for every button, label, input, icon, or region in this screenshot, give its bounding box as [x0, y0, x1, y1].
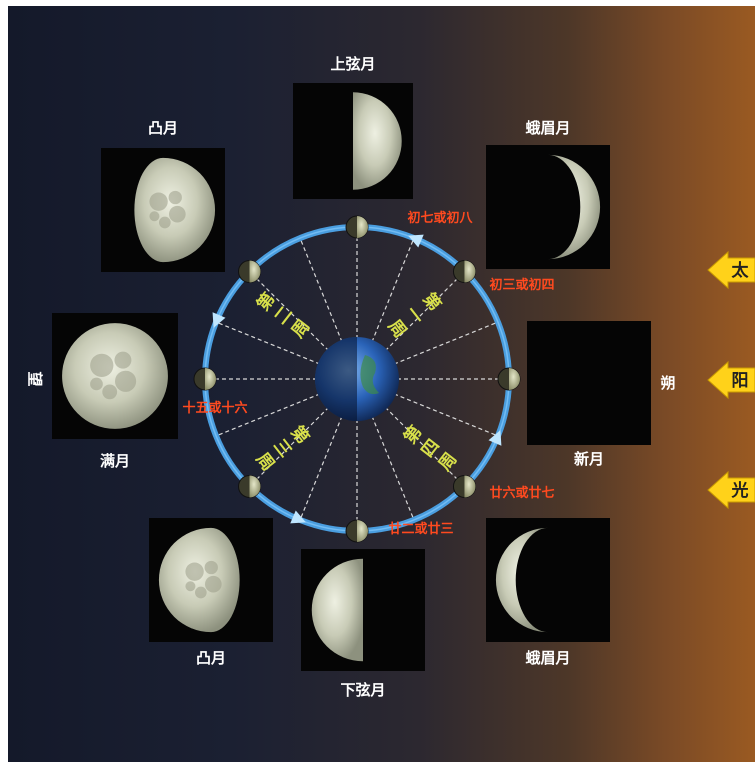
sight-ray: [250, 272, 330, 352]
moon-photo-full-moon: [52, 313, 178, 439]
orbit-moon: [238, 474, 262, 498]
photo-label: 凸月: [148, 119, 178, 137]
sight-ray: [300, 415, 343, 519]
orbit-moon: [345, 215, 369, 239]
moon-photo-third-quarter: [301, 549, 425, 671]
photo-label: 满月: [100, 452, 130, 470]
photo-label: 上弦月: [330, 55, 375, 73]
orbit-moon: [193, 367, 217, 391]
moon-photo-waning-crescent: [486, 518, 610, 642]
day-label-first-quarter: 初七或初八: [407, 210, 473, 226]
full-moon-side-label: 望: [26, 371, 44, 386]
sight-ray: [384, 406, 464, 486]
moon-photo-waxing-gibbous: [101, 148, 225, 272]
orbit-moon: [452, 474, 476, 498]
sun-arrow-label: 阳: [732, 371, 749, 391]
day-label-third-quarter: 廿二或廿三: [388, 521, 453, 537]
moon-photo-waxing-crescent: [486, 145, 610, 269]
sight-ray: [371, 415, 414, 519]
orbit-direction-arrow: [408, 234, 424, 248]
orbit-moon: [497, 367, 521, 391]
orbit-direction-arrow: [488, 430, 502, 446]
photo-label: 蛾眉月: [525, 119, 570, 137]
sight-ray: [300, 239, 343, 343]
new-moon-side-label: 朔: [660, 374, 675, 392]
orbit-moon: [452, 260, 476, 284]
sight-ray: [393, 322, 497, 365]
week-label-q3: 第三周: [252, 422, 314, 475]
sight-ray: [384, 272, 464, 352]
day-label-waning-crescent: 廿六或廿七: [489, 485, 554, 501]
sight-ray: [217, 322, 321, 365]
orbit-direction-arrow: [290, 510, 306, 524]
orbit-direction-arrow: [212, 312, 226, 328]
week-label-q1: 第一周: [384, 289, 446, 342]
photo-label: 下弦月: [340, 681, 385, 699]
sight-ray: [250, 406, 330, 486]
photo-label: 蛾眉月: [525, 649, 570, 667]
sun-arrow: 光: [707, 470, 755, 510]
orbit-moon: [345, 519, 369, 543]
sun-arrow-label: 光: [731, 480, 749, 501]
sun-arrows: 太阳光: [707, 250, 755, 510]
day-label-full-moon: 十五或十六: [182, 400, 247, 416]
photo-label: 新月: [574, 450, 604, 468]
sight-ray: [393, 393, 497, 436]
moon-photo-new-moon: [527, 321, 651, 445]
photo-label: 凸月: [196, 649, 226, 667]
sight-ray: [217, 393, 321, 436]
sun-arrow: 阳: [707, 360, 755, 400]
orbit-diagram: [193, 215, 521, 543]
diagram-canvas: 太阳光 上弦月蛾眉月新月蛾眉月下弦月凸月满月凸月朔望初七或初八初三或初四十五或十…: [26, 55, 755, 699]
moon-photo-first-quarter: [293, 83, 413, 199]
moon-phase-diagram: 太阳光 上弦月蛾眉月新月蛾眉月下弦月凸月满月凸月朔望初七或初八初三或初四十五或十…: [8, 6, 755, 762]
week-label-q4: 第四周: [400, 422, 462, 475]
moon-photo-waning-gibbous: [149, 518, 273, 642]
moon-photos: [52, 83, 651, 671]
sight-ray: [371, 239, 414, 343]
orbit-moon: [238, 260, 262, 284]
day-label-waxing-crescent: 初三或初四: [489, 277, 554, 293]
sun-arrow-label: 太: [732, 260, 750, 281]
week-label-q2: 第二周: [253, 289, 315, 342]
sun-arrow: 太: [707, 250, 755, 290]
